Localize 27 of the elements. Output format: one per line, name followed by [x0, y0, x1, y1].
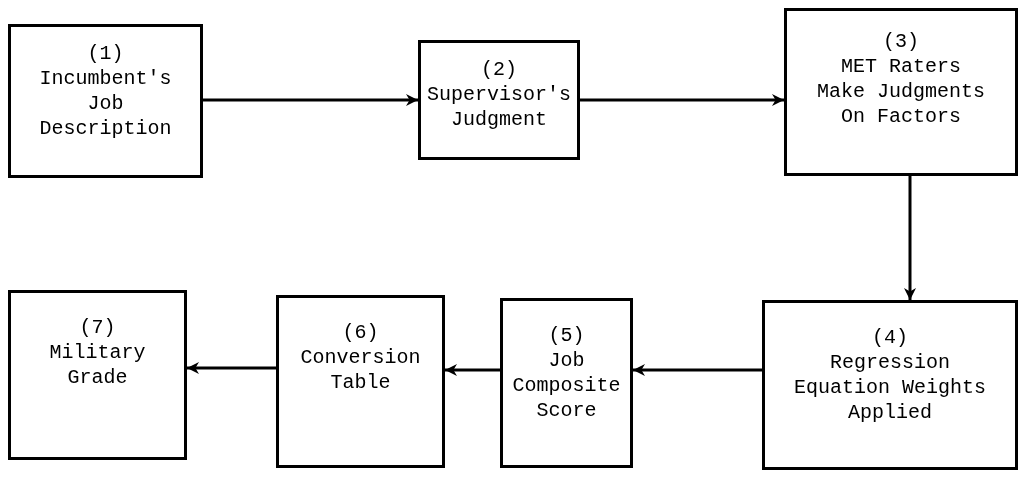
process-box: [418, 40, 580, 160]
process-box: [8, 24, 203, 178]
step-label: Job Composite Score: [511, 348, 622, 423]
process-box: [762, 300, 1018, 470]
arrow: [633, 364, 762, 376]
step-number: (4): [872, 325, 908, 350]
step-number: (5): [548, 323, 585, 348]
arrow: [187, 362, 276, 374]
step-label: MET Raters Make Judgments On Factors: [816, 54, 986, 129]
process-box: [784, 8, 1018, 176]
step-label: Supervisor's Judgment: [426, 82, 572, 132]
step-number: (2): [481, 57, 517, 82]
process-box: [8, 290, 187, 460]
step-label: Incumbent's Job Description: [38, 66, 173, 141]
step-number: (3): [883, 29, 919, 54]
arrow: [445, 364, 500, 376]
step-number: (6): [342, 320, 379, 345]
step-number: (7): [79, 315, 116, 340]
step-label: Military Grade: [48, 340, 147, 390]
arrow: [580, 94, 784, 106]
process-box: [500, 298, 633, 468]
arrow: [203, 94, 418, 106]
step-label: Conversion Table: [299, 345, 422, 395]
step-label: Regression Equation Weights Applied: [793, 350, 987, 425]
step-number: (1): [87, 41, 124, 66]
process-box: [276, 295, 445, 468]
arrow: [904, 176, 916, 300]
